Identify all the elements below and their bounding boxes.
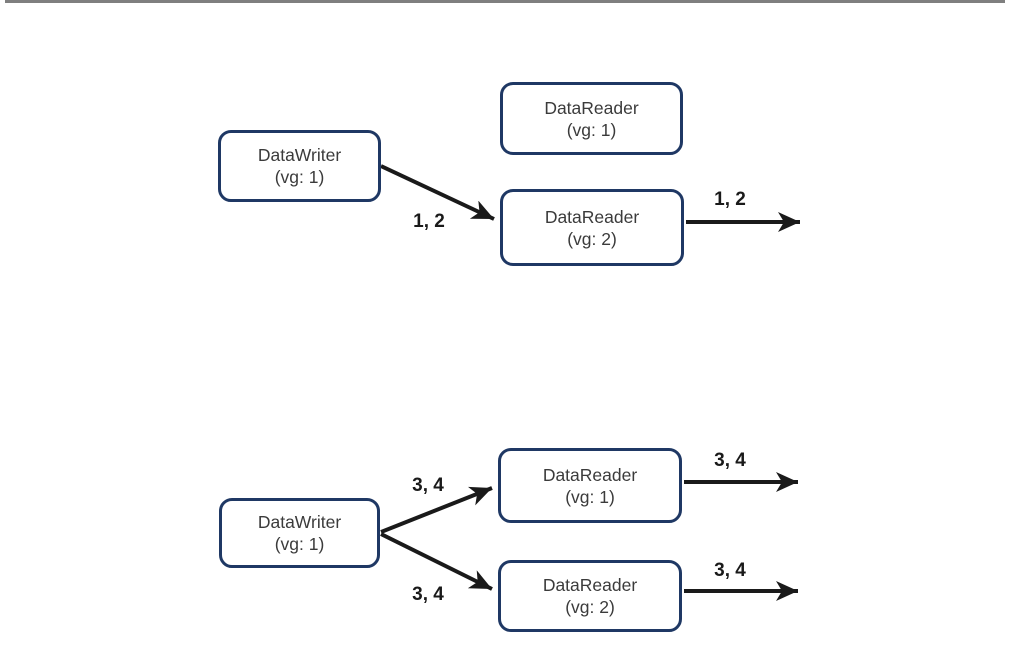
node-subtitle: (vg: 1): [274, 167, 325, 187]
node-title: DataReader: [542, 464, 638, 485]
edge-label-bottom-reader1-out: 3, 4: [714, 450, 746, 471]
node-subtitle: (vg: 1): [565, 486, 615, 507]
arrow-bottom-writer-to-reader1: [380, 486, 493, 534]
node-bottom-datareader-vg2: DataReader (vg: 2): [498, 560, 682, 632]
node-subtitle: (vg: 1): [566, 119, 617, 140]
edge-label-bottom-writer-to-reader1: 3, 4: [412, 475, 444, 496]
edge-label-top-writer-to-reader2: 1, 2: [413, 211, 445, 232]
edge-label-bottom-writer-to-reader2: 3, 4: [412, 584, 444, 605]
node-subtitle: (vg: 2): [567, 228, 617, 249]
node-subtitle: (vg: 1): [274, 534, 325, 554]
node-top-datareader-vg1: DataReader (vg: 1): [500, 82, 683, 155]
node-bottom-datareader-vg1: DataReader (vg: 1): [498, 448, 682, 523]
arrow-top-writer-to-reader2: [380, 164, 495, 221]
node-top-datawriter-vg1: DataWriter (vg: 1): [218, 130, 381, 202]
node-title: DataReader: [544, 206, 640, 227]
edge-label-bottom-reader2-out: 3, 4: [714, 560, 746, 581]
edge-label-top-reader2-out: 1, 2: [714, 189, 746, 210]
node-subtitle: (vg: 2): [565, 597, 615, 617]
node-title: DataReader: [544, 97, 639, 118]
node-top-datareader-vg2: DataReader (vg: 2): [500, 189, 684, 266]
node-bottom-datawriter-vg1: DataWriter (vg: 1): [219, 498, 380, 568]
top-border-rule: [5, 0, 1005, 3]
node-title: DataWriter: [257, 145, 342, 165]
arrow-bottom-writer-to-reader2: [380, 532, 493, 591]
node-title: DataReader: [542, 575, 638, 595]
node-title: DataWriter: [257, 512, 342, 532]
